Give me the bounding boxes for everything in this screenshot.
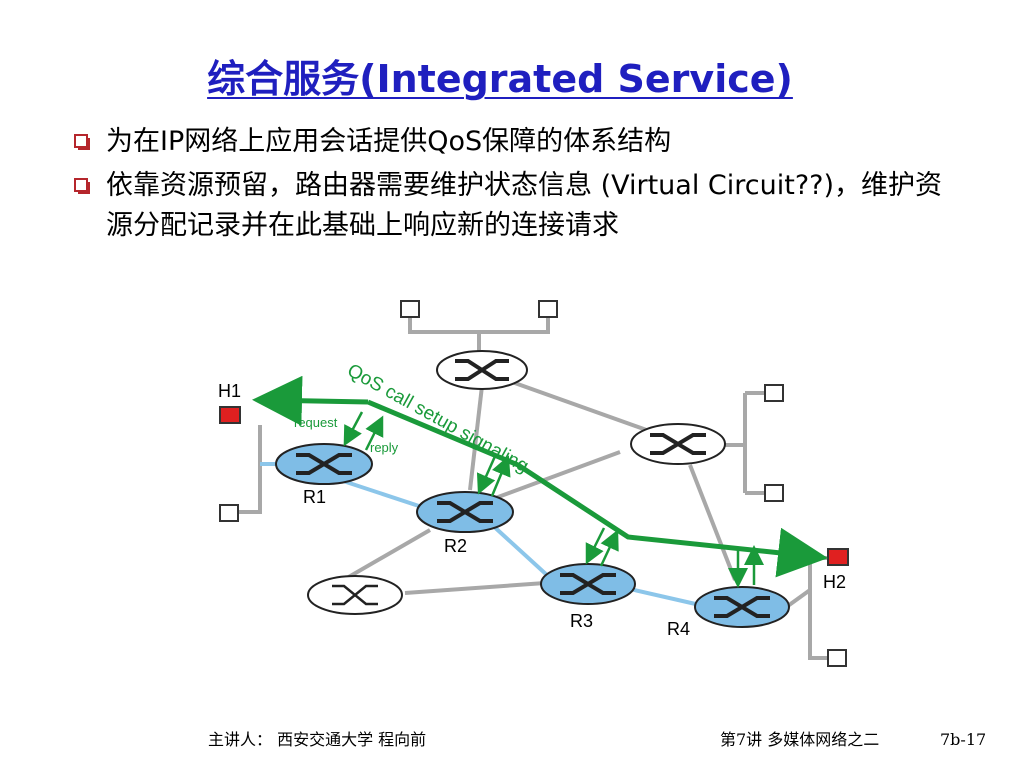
request-arrow <box>585 527 606 565</box>
host-icon <box>764 484 784 502</box>
link <box>404 581 546 595</box>
router-r1-icon <box>275 443 373 485</box>
router-icon <box>307 575 403 615</box>
link <box>488 521 550 578</box>
link <box>489 450 621 502</box>
routers <box>275 350 790 628</box>
router-r3-label: R3 <box>570 611 593 631</box>
link <box>715 391 765 495</box>
router-r3-icon <box>540 563 636 605</box>
link <box>688 464 737 581</box>
router-icon <box>630 423 726 465</box>
link <box>468 385 484 491</box>
bullet-text: 为在IP网络上应用会话提供QoS保障的体系结构 <box>106 126 672 157</box>
bullet-item: 为在IP网络上应用会话提供QoS保障的体系结构 <box>70 122 950 162</box>
router-r4-label: R4 <box>667 619 690 639</box>
bullet-item: 依靠资源预留，路由器需要维护状态信息 (Virtual Circuit??)，维… <box>70 166 950 246</box>
router-r2-label: R2 <box>444 536 467 556</box>
host-icon <box>219 504 239 522</box>
host-h2-icon <box>827 548 849 566</box>
slide-title: 综合服务(Integrated Service) <box>207 57 793 101</box>
request-arrow <box>343 411 364 447</box>
host-icon <box>764 384 784 402</box>
reply-arrow <box>490 455 511 497</box>
reply-arrow <box>364 415 384 451</box>
host-h2-label: H2 <box>823 572 846 592</box>
host-icon <box>827 649 847 667</box>
link <box>629 587 701 607</box>
page-number: 7b-17 <box>940 730 987 749</box>
footer-presenter: 主讲人： 西安交通大学 程向前 <box>208 730 427 749</box>
footer-lecture: 第7讲 多媒体网络之二 <box>720 730 880 749</box>
signaling-arrow <box>775 527 828 578</box>
reply-arrow <box>599 529 619 567</box>
request-label: request <box>294 415 338 430</box>
hosts <box>219 300 849 667</box>
router-r2-icon <box>416 491 514 533</box>
router-icon <box>436 350 528 390</box>
host-icon <box>538 300 558 318</box>
host-icon <box>400 300 420 318</box>
bullet-list: 为在IP网络上应用会话提供QoS保障的体系结构 依靠资源预留，路由器需要维护状态… <box>70 122 950 250</box>
bullet-text: 依靠资源预留，路由器需要维护状态信息 (Virtual Circuit??)，维… <box>106 170 943 241</box>
square-bullet-icon <box>74 134 88 148</box>
link <box>238 425 262 514</box>
link <box>408 315 550 334</box>
link <box>338 528 432 584</box>
link <box>511 380 656 435</box>
signaling-path <box>252 375 828 588</box>
signaling-line <box>367 399 801 558</box>
host-h1-icon <box>219 406 241 424</box>
router-r4-icon <box>694 586 790 628</box>
square-bullet-icon <box>74 178 88 192</box>
reply-label: reply <box>370 440 399 455</box>
intserv-network-diagram: H1 H2 R1 R2 R3 R4 request reply QoS call… <box>218 300 849 667</box>
host-h1-label: H1 <box>218 381 241 401</box>
router-r1-label: R1 <box>303 487 326 507</box>
signaling-arrow <box>252 375 369 426</box>
